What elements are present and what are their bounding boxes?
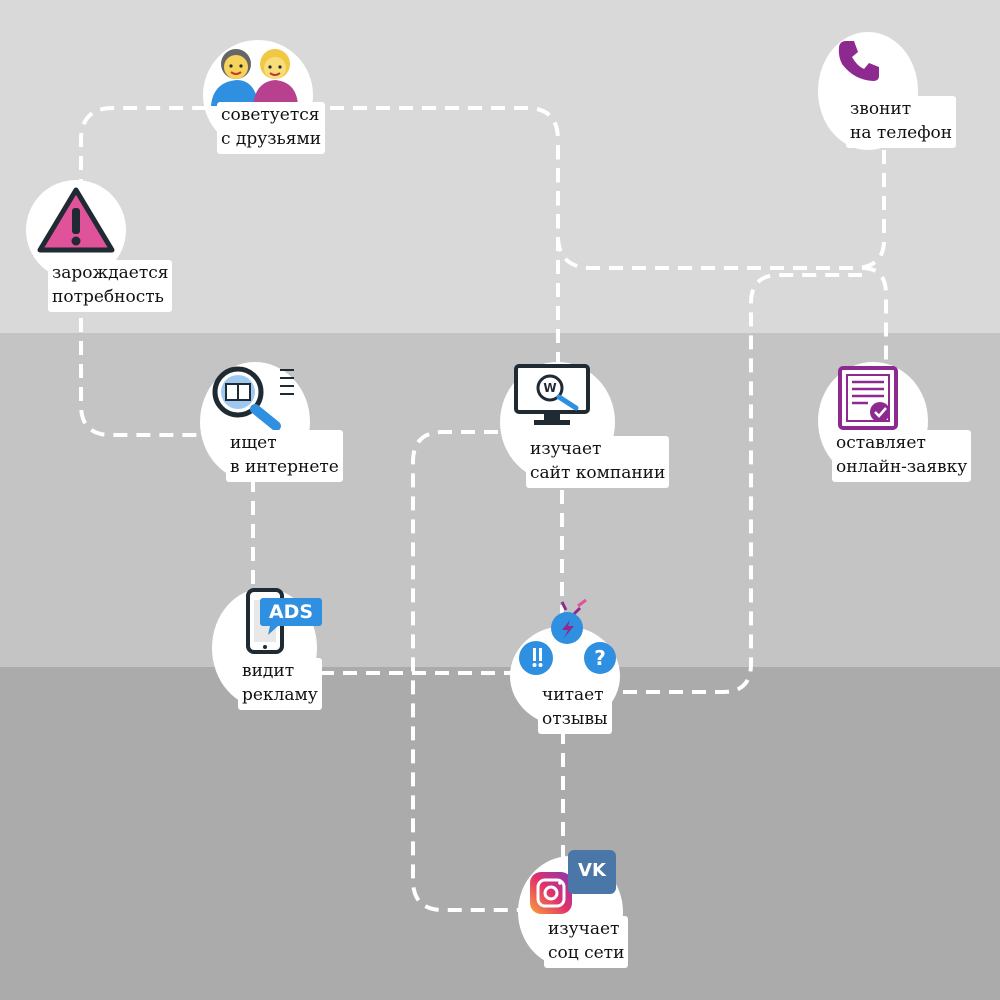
path-call-loop: [556, 140, 886, 270]
monitor-icon: W: [514, 364, 590, 428]
label-line: ищет: [230, 433, 277, 453]
node-call-label: звонит на телефон: [846, 96, 957, 148]
label-line: оставляет: [836, 433, 926, 453]
node-social-label: изучает соц сети: [544, 916, 629, 968]
label-line: зарождается: [52, 263, 169, 283]
label-line: изучает: [530, 439, 602, 459]
path-call-form: [861, 266, 888, 370]
svg-text:?: ?: [594, 646, 606, 670]
path-need-internet: [79, 295, 215, 437]
label-line: онлайн-заявку: [836, 457, 968, 477]
label-line: соц сети: [548, 943, 625, 963]
node-reviews-label: читает отзывы: [538, 682, 612, 734]
node-site-label: изучает сайт компании: [526, 436, 670, 488]
node-internet-label: ищет в интернете: [226, 430, 343, 482]
label-line: в интернете: [230, 457, 339, 477]
site-icon-text: W: [543, 381, 557, 395]
friends-icon: [211, 49, 298, 106]
phone-ads-icon: ADS: [246, 588, 326, 656]
label-line: с друзьями: [221, 129, 322, 149]
path-reviews-form: [600, 273, 862, 694]
node-need-label: зарождается потребность: [48, 260, 173, 312]
chat-bubbles-icon: ?: [519, 598, 616, 675]
label-line: звонит: [850, 99, 912, 119]
background-band-bottom: [0, 667, 1000, 1000]
node-friends-label: советуется с друзьями: [217, 102, 326, 154]
node-ads-label: видит рекламу: [238, 658, 322, 710]
label-line: изучает: [548, 919, 620, 939]
ads-icon-text: ADS: [268, 601, 314, 623]
label-line: отзывы: [542, 709, 608, 729]
form-icon: [838, 366, 898, 430]
node-form-label: оставляет онлайн-заявку: [832, 430, 972, 482]
label-line: рекламу: [242, 685, 318, 705]
label-line: сайт компании: [530, 463, 666, 483]
social-icons: VK: [528, 848, 618, 918]
magnifier-icon: [212, 366, 294, 430]
path-friends-site: [330, 106, 560, 365]
path-site-social: [411, 430, 530, 912]
label-line: на телефон: [850, 123, 953, 143]
phone-icon: [838, 41, 879, 81]
label-line: потребность: [52, 287, 164, 307]
vk-icon-text: VK: [578, 860, 606, 881]
label-line: читает: [542, 685, 604, 705]
path-need-friends: [79, 106, 215, 262]
label-line: советуется: [221, 105, 320, 125]
label-line: видит: [242, 661, 295, 681]
warning-icon: [37, 187, 115, 253]
